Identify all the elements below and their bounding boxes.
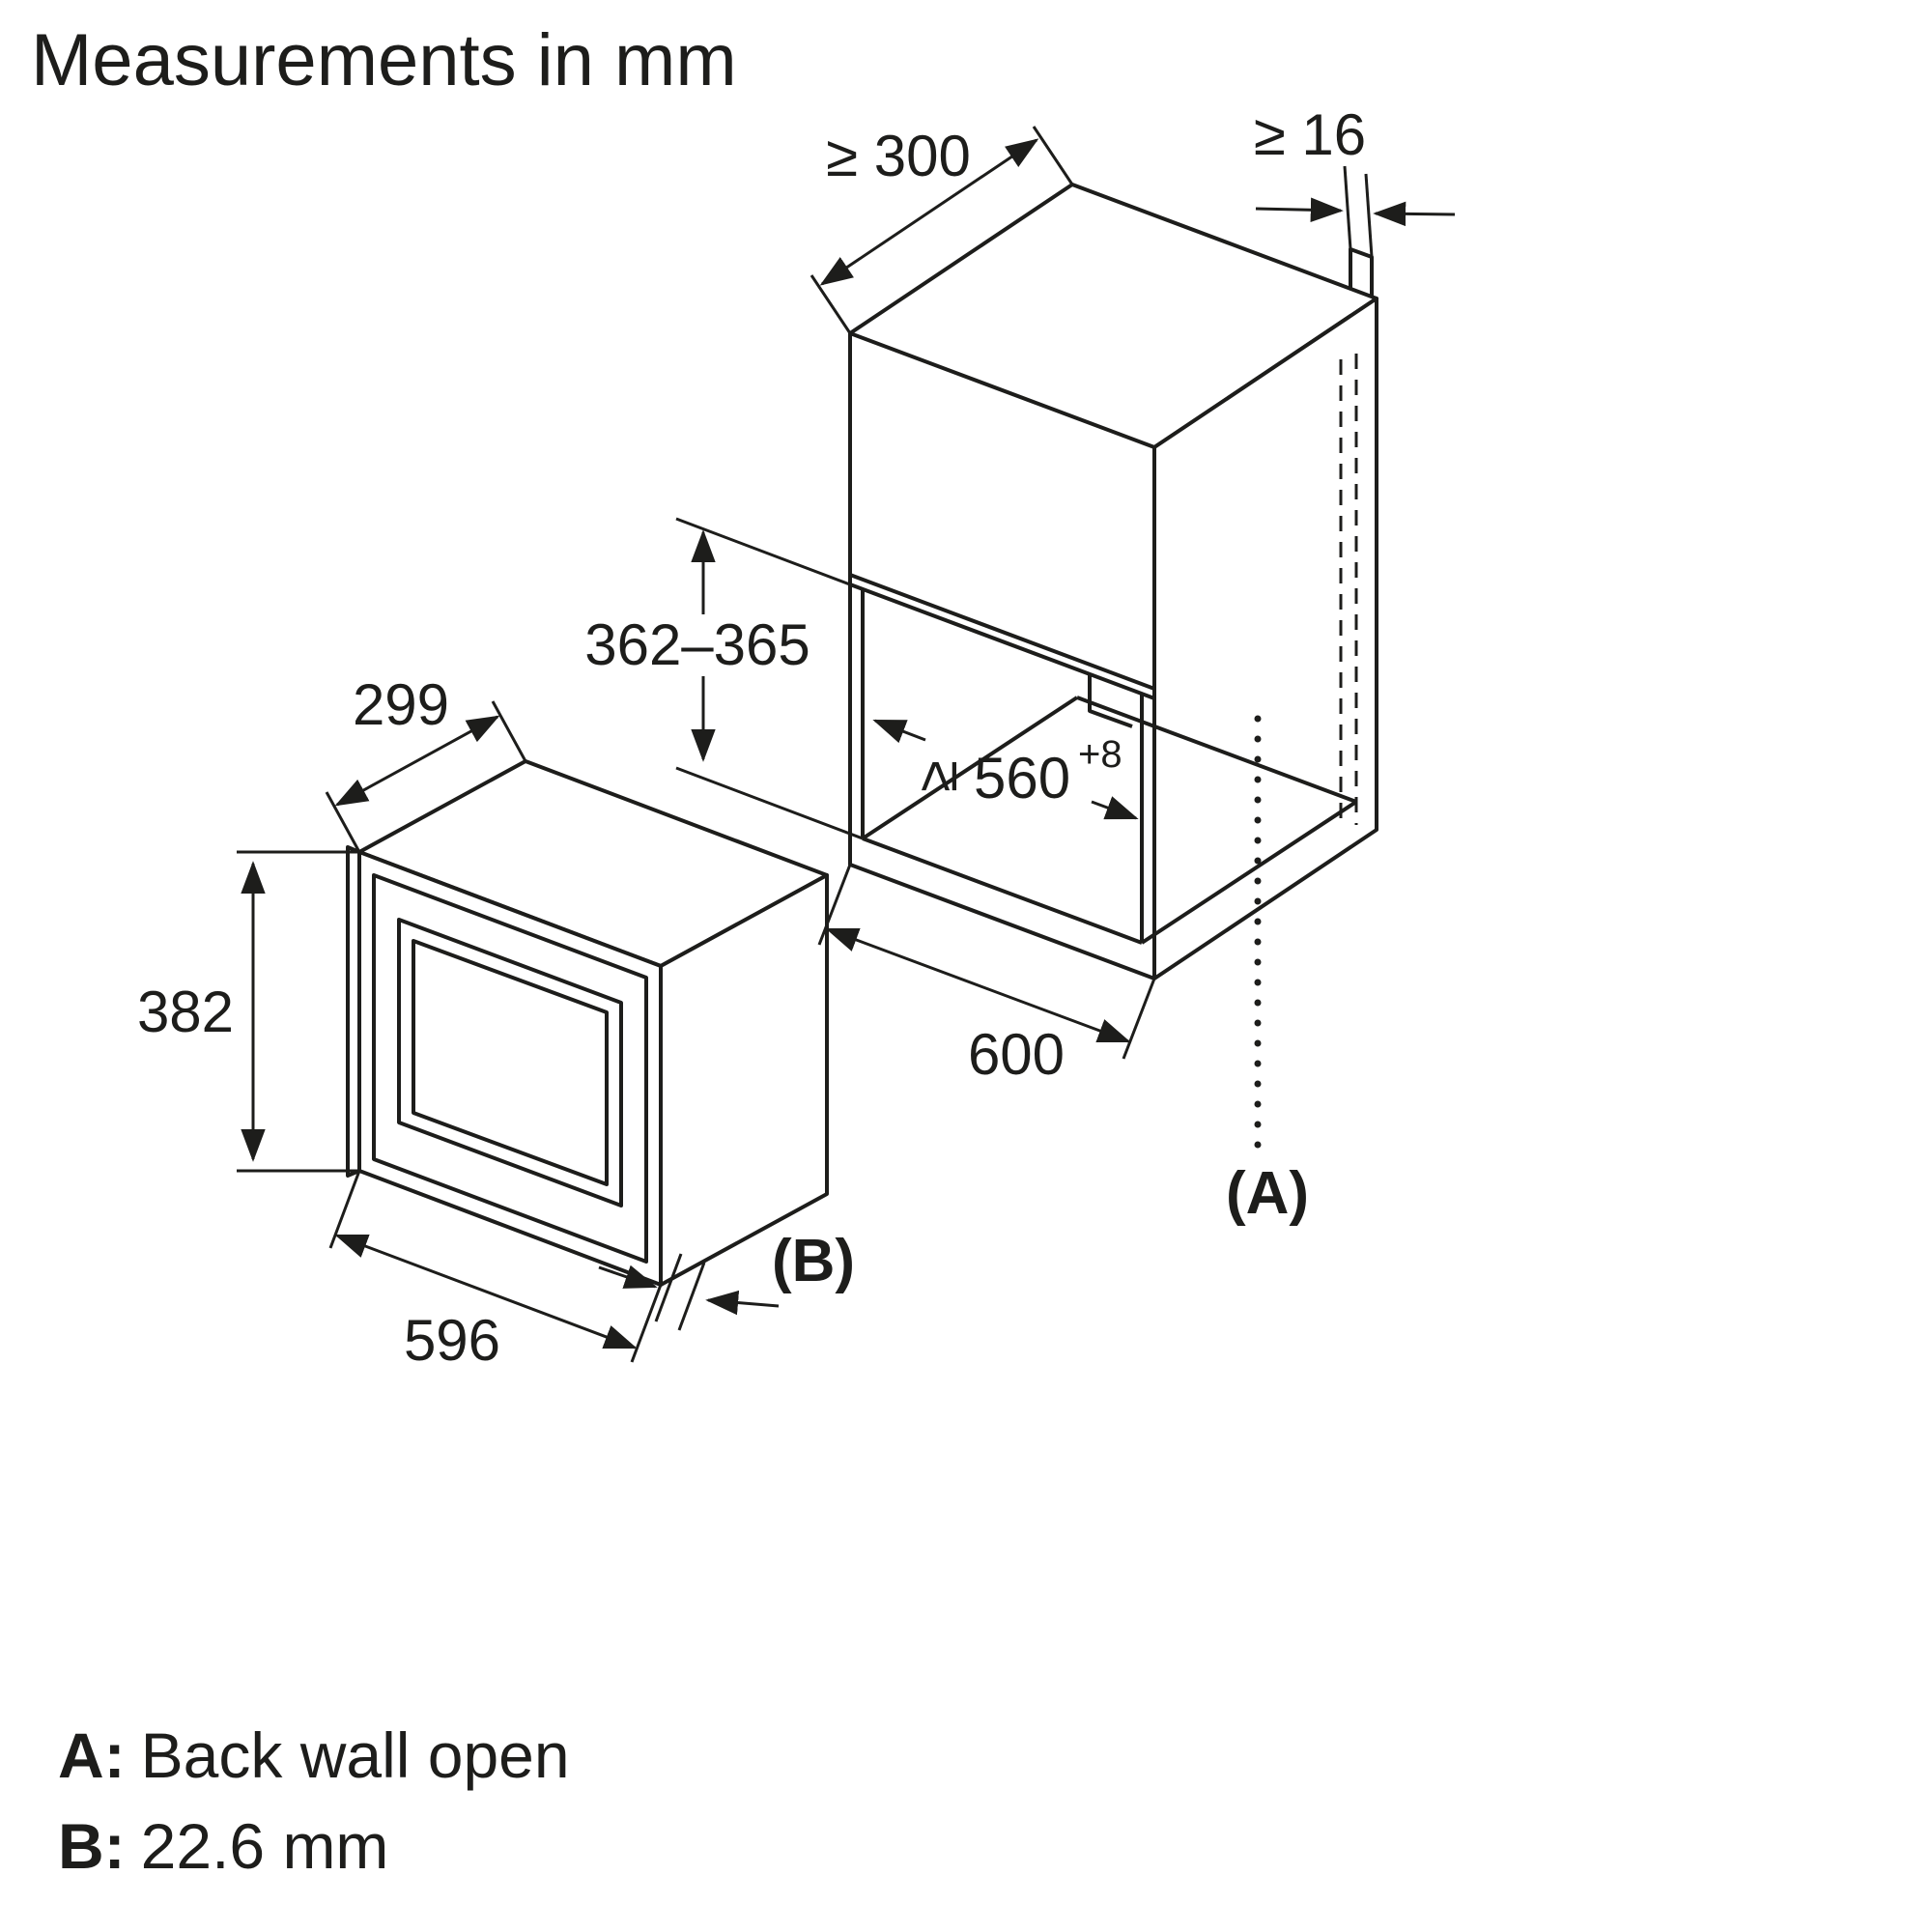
microwave-door-frame — [372, 873, 648, 1264]
dim-b-tick-1 — [654, 1253, 683, 1322]
page-title: Measurements in mm — [31, 19, 737, 101]
legend-b-key: B: — [58, 1810, 126, 1882]
dim-b-arrow-left — [598, 1264, 658, 1289]
dim-300-arrow — [819, 138, 1039, 286]
dim-b-label: (B) — [772, 1228, 855, 1294]
dim-299-extension-front — [325, 791, 361, 853]
microwave-drawing: 382 299 596 (B) — [137, 672, 855, 1373]
dim-299-arrow — [334, 715, 500, 807]
dimension-596: 596 — [328, 1170, 663, 1373]
microwave-door-window-inner — [412, 939, 609, 1186]
niche-floor-right-edge — [1140, 800, 1358, 945]
microwave-trim-edge — [346, 845, 361, 1178]
reference-a: (A) — [1226, 715, 1309, 1227]
niche-floor-back-edge — [1076, 696, 1357, 804]
dimension-16: ≥ 16 — [1254, 102, 1456, 258]
cabinet-panel-notch — [1349, 247, 1374, 297]
dim-596-arrow — [334, 1234, 638, 1350]
cabinet-panel-bottom-edge-1 — [849, 573, 1155, 691]
dim-16-extension-right — [1364, 173, 1374, 258]
dim-16-arrow-left — [1255, 197, 1344, 223]
cabinet-panel-bottom-edge-2 — [849, 582, 1155, 700]
dim-600-extension-right — [1122, 978, 1156, 1060]
dimension-362-365: 362–365 — [584, 517, 864, 840]
dimension-300: ≥ 300 — [810, 124, 1074, 334]
legend-a-value: Back wall open — [141, 1719, 570, 1791]
dim-16-extension-left — [1343, 165, 1352, 250]
dim-600-arrow — [825, 927, 1131, 1043]
dim-365-label: 362–365 — [584, 612, 810, 677]
dim-300-extension-back — [1032, 126, 1074, 185]
dim-299-extension-back — [491, 700, 527, 762]
dim-16-arrow-right — [1373, 201, 1456, 227]
cabinet-drawing: ≥ 300 ≥ 16 362–365 ≥ 560 +8 — [584, 102, 1456, 1227]
dim-300-label: ≥ 300 — [826, 124, 971, 188]
dim-596-extension-left — [328, 1170, 361, 1249]
dim-16-label: ≥ 16 — [1254, 102, 1366, 167]
dim-560-geq-symbol: ≥ — [904, 760, 969, 792]
niche-bottom-front-edge — [862, 837, 1143, 945]
niche-floor-left-edge — [861, 696, 1079, 840]
legend-line-a: A:Back wall open — [58, 1719, 570, 1791]
dim-365-extension-bottom — [675, 766, 864, 840]
dim-560-tolerance: +8 — [1078, 733, 1122, 776]
legend-b-value: 22.6 mm — [141, 1810, 389, 1882]
dim-596-label: 596 — [404, 1308, 500, 1373]
dim-b-tick-2 — [677, 1262, 706, 1331]
dim-560-arrow-left — [872, 719, 926, 744]
ref-a-label: (A) — [1226, 1160, 1309, 1227]
dim-300-extension-front — [810, 274, 852, 334]
legend: A:Back wall open B:22.6 mm — [58, 1719, 570, 1882]
dim-596-extension-right — [630, 1284, 663, 1363]
dim-299-label: 299 — [353, 672, 449, 737]
dimension-560: ≥ 560 +8 — [872, 719, 1139, 820]
legend-line-b: B:22.6 mm — [58, 1810, 388, 1882]
microwave-door-window-outer — [397, 918, 623, 1208]
dim-560-label: 560 — [974, 746, 1070, 810]
dim-382-label: 382 — [137, 980, 234, 1044]
dimension-trim-b: (B) — [598, 1228, 855, 1331]
legend-a-key: A: — [58, 1719, 126, 1791]
dim-560-arrow-right — [1091, 796, 1139, 820]
dim-600-extension-left — [817, 864, 852, 946]
dimension-600: 600 — [817, 864, 1156, 1087]
dimension-382: 382 — [137, 850, 359, 1173]
dim-600-label: 600 — [968, 1022, 1065, 1087]
niche-cutout-step — [1088, 674, 1133, 728]
dimension-299: 299 — [325, 672, 527, 853]
dim-b-arrow-right — [705, 1290, 780, 1316]
